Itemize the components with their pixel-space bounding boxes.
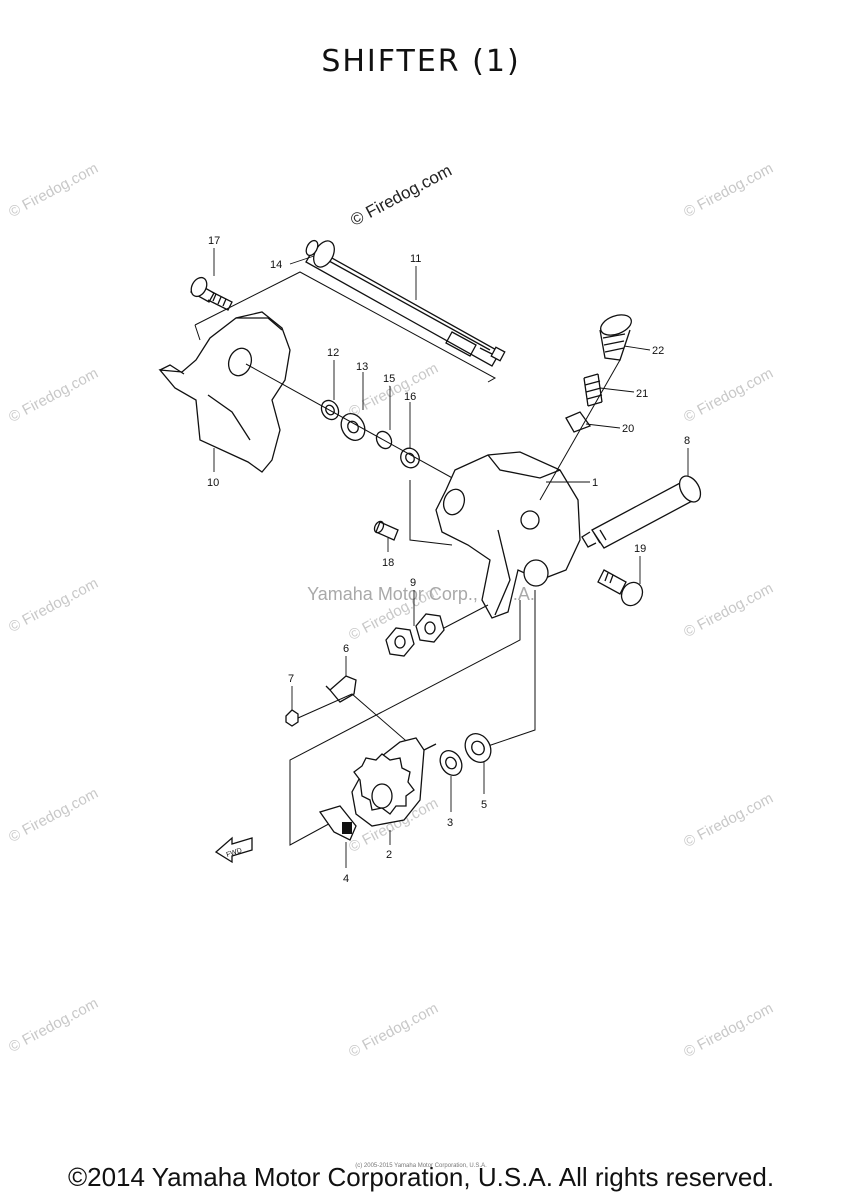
callout-2: 2 (386, 849, 392, 861)
callout-20: 20 (622, 423, 634, 435)
diagram-title: SHIFTER (1) (321, 44, 521, 79)
pin-18 (373, 520, 399, 541)
callout-14: 14 (270, 259, 282, 271)
callout-3: 3 (447, 817, 453, 829)
callout-6: 6 (343, 643, 349, 655)
callout-12: 12 (327, 347, 339, 359)
bolt-19 (597, 569, 644, 607)
center-watermark: Yamaha Motor Corp., U.S.A. (307, 584, 535, 604)
shift-lever-2 (351, 737, 437, 827)
pivot-shaft-8 (581, 475, 702, 549)
nut-16 (400, 447, 420, 469)
callout-5: 5 (481, 799, 487, 811)
callout-11: 11 (410, 253, 421, 265)
callout-7: 7 (288, 673, 294, 685)
shift-shaft (305, 239, 506, 367)
washer-3 (439, 750, 463, 776)
washer-5 (464, 733, 492, 763)
shifter-plate (158, 311, 291, 473)
callout-22: 22 (652, 345, 664, 357)
callout-9: 9 (410, 577, 416, 589)
callout-15: 15 (383, 373, 395, 385)
lock-plate-4 (318, 805, 357, 841)
pin-20 (565, 411, 592, 433)
nut-7 (285, 709, 299, 727)
fwd-arrow-icon (214, 836, 253, 864)
callout-18: 18 (382, 557, 394, 569)
nuts-9 (385, 613, 445, 657)
small-print: (c) 2005-2015 Yamaha Motor Corporation, … (355, 1163, 487, 1169)
fwd-label: FWD (226, 847, 243, 859)
callout-1: 1 (592, 477, 598, 489)
spring-21 (583, 373, 603, 407)
callout-21: 21 (636, 388, 648, 400)
stopper-6 (325, 675, 357, 703)
copyright-footer: ©2014 Yamaha Motor Corporation, U.S.A. A… (67, 1162, 775, 1192)
callout-19: 19 (634, 543, 646, 555)
callout-4: 4 (343, 873, 349, 885)
shifter-housing (435, 451, 581, 619)
callout-8: 8 (684, 435, 690, 447)
callout-10: 10 (207, 477, 219, 489)
callout-13: 13 (356, 361, 368, 373)
callout-17: 17 (208, 235, 220, 247)
callout-16: 16 (404, 391, 416, 403)
collar-13 (340, 413, 366, 441)
bolt-17 (190, 276, 233, 311)
plunger-22 (599, 314, 632, 361)
